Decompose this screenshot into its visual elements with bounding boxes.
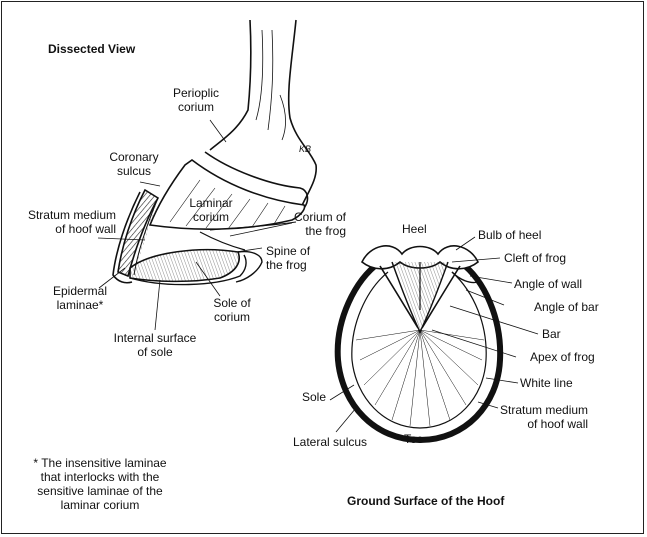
label-line: Stratum medium [500, 403, 589, 417]
label-line: Internal surface [113, 331, 197, 345]
label-line: of hoof wall [527, 417, 589, 431]
label-line: Coronary [109, 150, 159, 164]
footnote-line: laminar corium [60, 498, 140, 512]
laminar-corium [148, 159, 306, 230]
label-bulb-of-heel: Bulb of heel [478, 228, 542, 242]
label-line: corium [192, 210, 230, 224]
label-line: the frog [305, 224, 347, 238]
outer-wall [334, 259, 504, 444]
label-apex-of-frog: Apex of frog [530, 350, 595, 364]
label-line: of hoof wall [55, 222, 116, 236]
label-stratum-medium-dissected: Stratum medium of hoof wall [28, 208, 116, 236]
frog-heel [235, 250, 263, 283]
footnote-line: that interlocks with the [40, 470, 160, 484]
label-line: Sole of [213, 296, 251, 310]
label-line: Spine of [266, 244, 311, 258]
frog-spine [199, 231, 246, 251]
bar-left [379, 265, 419, 329]
label-corium-of-frog: Corium of the frog [294, 210, 346, 238]
bar-right [421, 265, 461, 329]
hoof-wall-outer [112, 191, 141, 284]
footnote-line: sensitive laminae of the [37, 484, 163, 498]
hoof-wall [117, 188, 160, 278]
label-line: corium [213, 310, 251, 324]
label-toe: Toe [404, 432, 424, 446]
label-white-line: White line [520, 376, 573, 390]
footnote-line: * The insensitive laminae [33, 456, 167, 470]
label-line: Perioplic [172, 86, 220, 100]
angle-wall [451, 271, 479, 284]
label-internal-surface: Internal surface of sole [114, 331, 197, 359]
label-epidermal-laminae: Epidermal laminae* [53, 284, 107, 312]
label-laminar-corium: Laminar corium [189, 196, 232, 224]
footnote: * The insensitive laminae that interlock… [33, 456, 166, 512]
label-line: Epidermal [52, 284, 108, 298]
label-perioplic-corium: Perioplic corium [173, 86, 219, 114]
ground-leader-lines [329, 236, 539, 433]
leg-shading [255, 29, 286, 141]
label-coronary-sulcus: Coronary sulcus [109, 150, 158, 178]
label-line: of sole [137, 345, 173, 359]
label-line: the frog [266, 258, 307, 272]
label-heel: Heel [402, 222, 427, 236]
label-line: Laminar [189, 196, 233, 210]
label-spine-of-frog: Spine of the frog [266, 244, 310, 272]
label-cleft-of-frog: Cleft of frog [504, 251, 567, 265]
label-sole-of-corium: Sole of corium [213, 296, 250, 324]
label-sole: Sole [302, 390, 327, 404]
label-line: laminae* [56, 298, 104, 312]
label-angle-of-wall: Angle of wall [514, 277, 583, 291]
laminar-lines [169, 179, 286, 230]
label-line: Corium of [294, 210, 347, 224]
label-stratum-medium-ground: Stratum medium of hoof wall [500, 403, 588, 431]
internal-sole [129, 248, 240, 283]
dissected-hoof-drawing [112, 19, 317, 286]
label-line: corium [177, 100, 214, 114]
corium-frog [209, 221, 297, 231]
leg-outline-back [287, 19, 317, 211]
ground-surface-drawing [334, 245, 504, 444]
label-line: Stratum medium [27, 208, 116, 222]
ground-surface-title: Ground Surface of the Hoof [347, 494, 505, 508]
label-angle-of-bar: Angle of bar [534, 300, 599, 314]
sole-texture [355, 329, 485, 427]
label-lateral-sulcus: Lateral sulcus [293, 435, 368, 449]
label-line: sulcus [116, 164, 152, 178]
white-line-ring [351, 271, 487, 429]
label-bar: Bar [542, 327, 561, 341]
coronary-band [204, 151, 309, 209]
leg-outline [209, 19, 252, 151]
dissected-view-title: Dissected View [48, 42, 136, 56]
dissected-leader-lines [97, 119, 293, 331]
artist-signature: KB [299, 144, 311, 154]
